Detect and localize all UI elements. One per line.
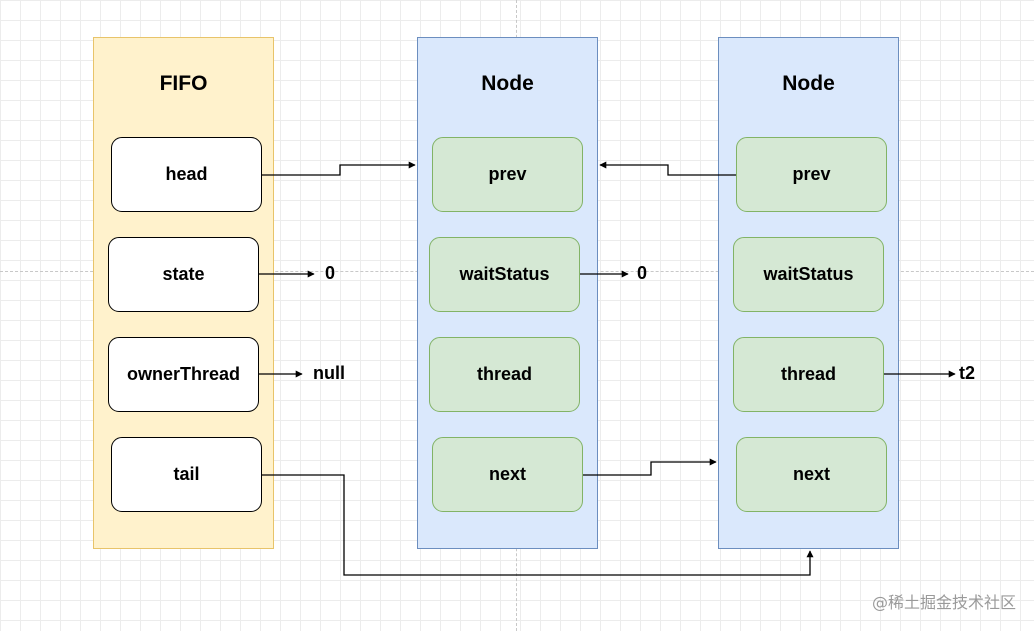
tail-to-node2-next-edge [262,474,814,576]
owner-thread-value-label: null [313,363,345,383]
node2-title: Node [782,72,835,95]
node2-thread-field[interactable]: thread [733,337,884,412]
watermark: @稀土掘金技术社区 [871,593,1016,612]
fifo-tail-field[interactable]: tail [111,437,262,512]
fifo-head-field[interactable]: head [111,137,262,212]
node1-next-field[interactable]: next [432,437,583,512]
node2-wait-status-field[interactable]: waitStatus [733,237,884,312]
node2-prev-field[interactable]: prev [736,137,887,212]
node1-prev-field[interactable]: prev [432,137,583,212]
node1-wait-status-value-label: 0 [637,263,648,283]
node1-wait-status-field[interactable]: waitStatus [429,237,580,312]
node1-thread-field[interactable]: thread [429,337,580,412]
state-value-label: 0 [325,263,336,283]
node2-next-field[interactable]: next [736,437,887,512]
node1-title: Node [481,72,534,95]
fifo-title: FIFO [159,72,208,95]
fifo-owner-thread-field[interactable]: ownerThread [108,337,259,412]
head-to-node1-prev-edge [262,161,416,176]
fifo-state-field[interactable]: state [108,237,259,312]
node2-prev-to-node1-prev-edge [599,161,736,176]
node2-thread-value-label: t2 [959,363,976,383]
node1-next-to-node2-next-edge [583,458,717,476]
